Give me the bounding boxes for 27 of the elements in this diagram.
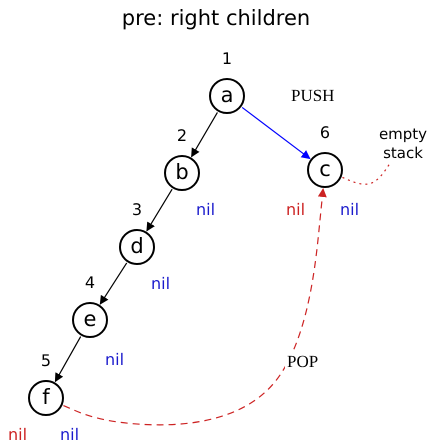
arrow (146, 188, 173, 232)
order-number: 2 (176, 126, 188, 145)
tree-node-circle: a (209, 78, 245, 114)
nil-label: nil (105, 350, 124, 369)
nil-label: nil (286, 200, 306, 219)
nil-label: nil (151, 274, 170, 293)
tree-node-circle: b (164, 155, 200, 191)
arrow (191, 112, 218, 158)
arrow (54, 336, 82, 382)
order-number: 1 (220, 49, 234, 68)
nil-label: nil (196, 200, 216, 219)
arrow (100, 262, 128, 305)
stack-label: empty stack (370, 124, 432, 164)
arrow (242, 106, 311, 160)
dashed-arrow (63, 188, 327, 426)
nil-label: nil (60, 425, 80, 444)
tree-node-circle: f (28, 380, 64, 416)
order-number: 6 (318, 123, 332, 142)
nil-label: nil (340, 200, 360, 219)
tree-node-circle: e (72, 302, 108, 338)
order-number: 5 (40, 351, 52, 370)
order-number: 4 (84, 273, 96, 292)
order-number: 3 (130, 200, 144, 219)
tree-node-circle: d (119, 229, 155, 265)
tree-node-circle: c (307, 152, 343, 188)
nil-label: nil (8, 425, 28, 444)
diagram-title: pre: right children (120, 6, 312, 30)
